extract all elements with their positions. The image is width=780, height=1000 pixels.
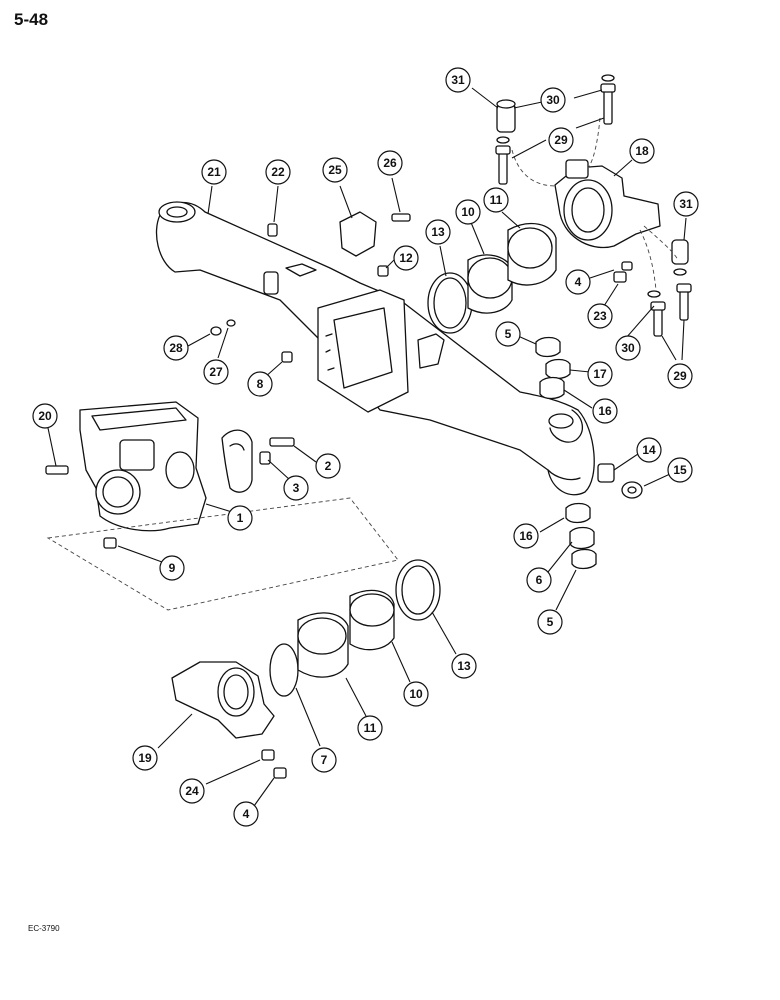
upper-bushing-set (427, 222, 557, 334)
callout-30-a: 30 (546, 93, 560, 107)
lower-bushing-set (269, 559, 441, 697)
leader-arrows (47, 87, 687, 807)
callout-12: 12 (399, 251, 413, 265)
callout-14: 14 (642, 443, 656, 457)
figure-reference-code: EC-3790 (28, 924, 60, 933)
callout-29-a: 29 (554, 133, 568, 147)
callout-22: 22 (271, 165, 285, 179)
lower-pivot-bracket (171, 661, 275, 739)
callout-17: 17 (593, 367, 607, 381)
callout-10-b: 10 (409, 687, 423, 701)
callout-16-a: 16 (598, 404, 612, 418)
callout-28: 28 (169, 341, 183, 355)
callout-18: 18 (635, 144, 649, 158)
bearing-cap (221, 429, 253, 493)
callout-10-a: 10 (461, 205, 475, 219)
callout-11-a: 11 (490, 193, 503, 207)
callout-21: 21 (207, 165, 221, 179)
differential-carrier (79, 401, 207, 532)
callout-25: 25 (328, 163, 342, 177)
callout-20: 20 (38, 409, 52, 423)
small-hardware (45, 74, 692, 779)
callout-circles (32, 67, 699, 827)
callout-23: 23 (593, 309, 607, 323)
callout-2: 2 (325, 459, 332, 473)
page-number: 5-48 (14, 10, 49, 29)
callout-11-b: 11 (364, 721, 377, 735)
callout-31-b: 31 (679, 197, 693, 211)
callout-9: 9 (169, 561, 176, 575)
callout-13-a: 13 (431, 225, 445, 239)
callout-5-a: 5 (505, 327, 512, 341)
callout-3: 3 (293, 481, 300, 495)
callout-4-a: 4 (575, 275, 582, 289)
callout-16-b: 16 (519, 529, 533, 543)
callout-6: 6 (536, 573, 543, 587)
callout-4-b: 4 (243, 807, 250, 821)
callout-31-a: 31 (451, 73, 465, 87)
callout-19: 19 (138, 751, 152, 765)
callout-15: 15 (673, 463, 687, 477)
axle-housing (155, 201, 595, 496)
callout-8: 8 (257, 377, 264, 391)
callout-30-b: 30 (621, 341, 635, 355)
callout-24: 24 (185, 784, 199, 798)
callout-1: 1 (237, 511, 244, 525)
callout-5-b: 5 (547, 615, 554, 629)
callout-13-b: 13 (457, 659, 471, 673)
callout-27: 27 (209, 365, 223, 379)
callout-26: 26 (383, 156, 397, 170)
callout-7: 7 (321, 753, 328, 767)
upper-pivot-bracket (554, 159, 661, 249)
callout-29-b: 29 (673, 369, 687, 383)
